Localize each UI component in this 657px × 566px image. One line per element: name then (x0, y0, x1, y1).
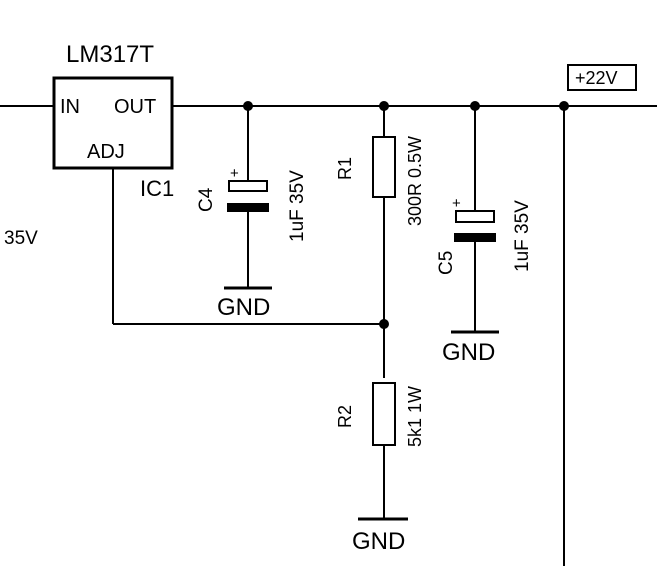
regulator-pin-out: OUT (114, 96, 156, 118)
regulator-part-label: LM317T (66, 41, 154, 68)
regulator-ref-label: IC1 (140, 176, 174, 201)
c5-ref-label: C5 (436, 251, 457, 275)
regulator-ic1: LM317T IN OUT ADJ IC1 (52, 41, 174, 201)
c5-gnd-label: GND (442, 339, 495, 366)
r2-body (372, 382, 396, 446)
resistor-r1: R1 300R 0.5W (335, 106, 425, 378)
output-label-box (567, 64, 637, 91)
c4-negative-plate (227, 203, 269, 212)
c4-gnd-label: GND (217, 294, 270, 321)
c4-polarity: + (230, 165, 239, 182)
junction-adj (379, 319, 389, 329)
r2-ref-label: R2 (335, 405, 355, 428)
regulator-pin-in: IN (60, 96, 80, 118)
c5-negative-plate (454, 233, 496, 242)
resistor-r2: R2 5k1 1W GND (335, 382, 425, 555)
c4-positive-plate (228, 180, 268, 192)
c5-positive-plate (455, 210, 495, 223)
input-voltage-label: 35V (4, 228, 38, 249)
junction-out (559, 101, 569, 111)
c5-polarity: + (452, 195, 461, 212)
r2-value-label: 5k1 1W (405, 386, 425, 447)
r1-value-label: 300R 0.5W (405, 136, 425, 226)
r1-body (372, 136, 396, 198)
r2-gnd-label: GND (352, 528, 405, 555)
r1-ref-label: R1 (335, 157, 355, 180)
capacitor-c4: + C4 1uF 35V GND (196, 106, 308, 321)
capacitor-c5: + C5 1uF 35V GND (436, 106, 533, 366)
c4-value-label: 1uF 35V (287, 170, 308, 242)
c4-ref-label: C4 (196, 187, 217, 212)
regulator-pin-adj: ADJ (87, 141, 125, 163)
output-voltage-label: +22V (575, 68, 618, 88)
c5-value-label: 1uF 35V (512, 200, 533, 272)
